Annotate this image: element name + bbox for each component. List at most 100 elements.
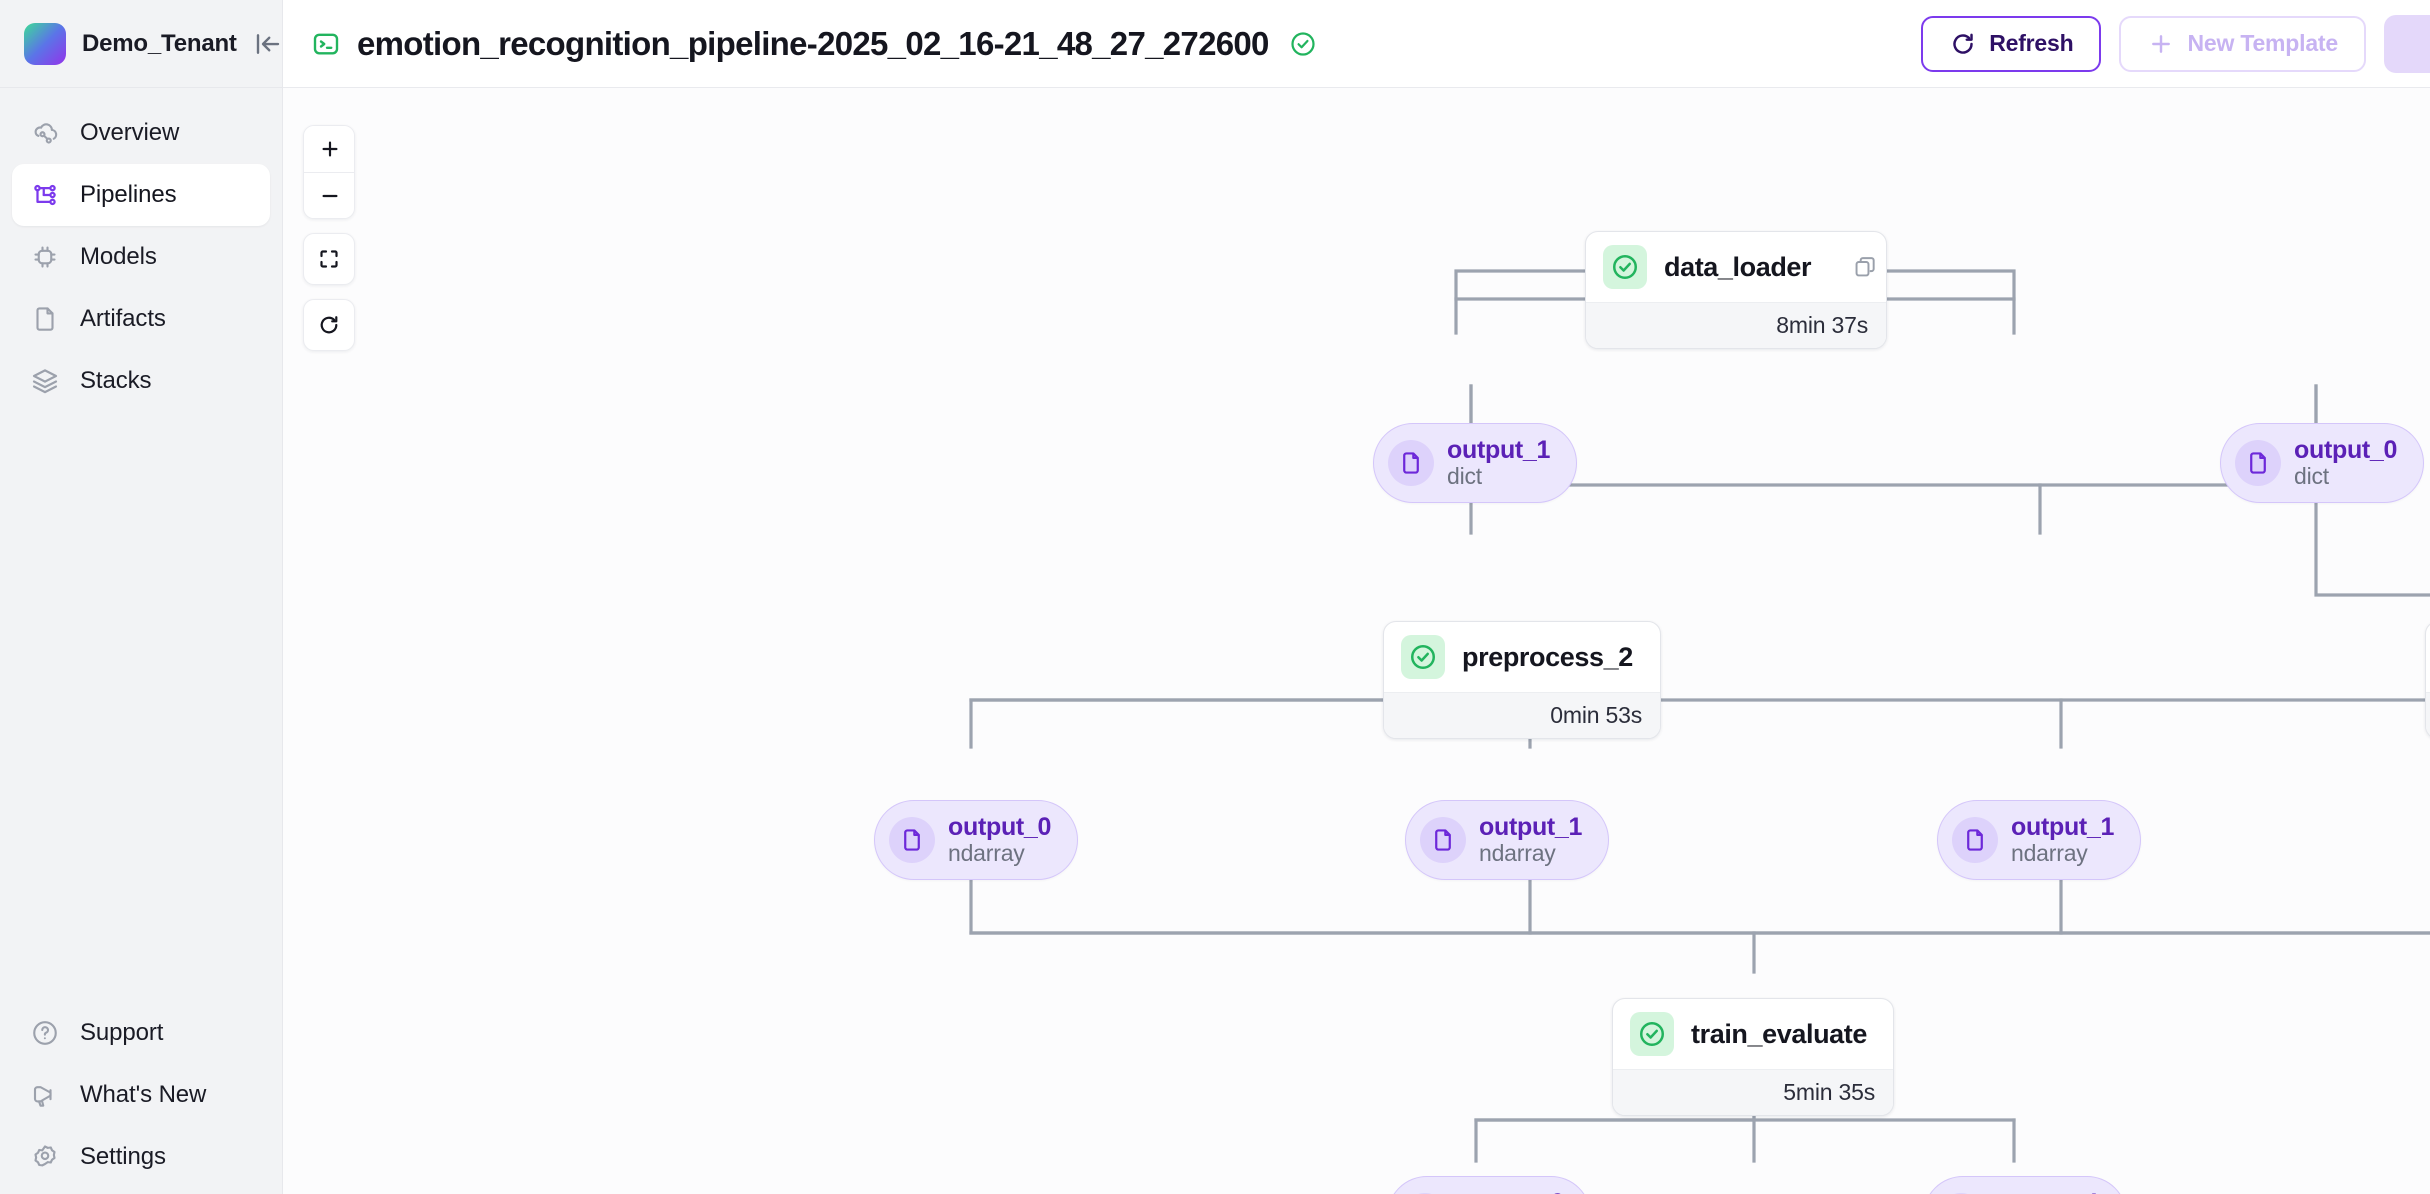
sidebar-item-label: Settings — [80, 1143, 166, 1170]
artifact-name: output_0 — [948, 813, 1052, 841]
file-icon — [889, 816, 935, 863]
sidebar-item-label: Overview — [80, 119, 180, 146]
layers-icon — [30, 366, 60, 396]
artifact-node[interactable]: output_1 dict — [1373, 423, 1578, 503]
sidebar-item-support[interactable]: Support — [12, 1002, 270, 1064]
file-icon — [1388, 439, 1434, 486]
artifact-type: ndarray — [1479, 840, 1556, 866]
artifact-node[interactable]: output_1 ndarray — [1937, 800, 2142, 880]
sidebar-item-stacks[interactable]: Stacks — [12, 350, 270, 412]
artifact-text: output_1 dict — [1447, 436, 1550, 490]
file-icon — [1420, 816, 1466, 863]
artifact-text: output_0 ndarray — [948, 813, 1051, 867]
page-title: emotion_recognition_pipeline-2025_02_16-… — [357, 24, 1269, 62]
artifact-node[interactable]: output_0 ndarray — [874, 800, 1079, 880]
sidebar-item-artifacts[interactable]: Artifacts — [12, 288, 270, 350]
artifact-name: output_0 — [2294, 436, 2398, 464]
artifact-type: dict — [1447, 463, 1482, 489]
header-actions: Refresh New Template — [1921, 14, 2430, 73]
file-icon — [2235, 439, 2281, 486]
artifact-node[interactable]: output_1 ndarray — [1405, 800, 1610, 880]
main-area: emotion_recognition_pipeline-2025_02_16-… — [283, 0, 2430, 1194]
artifact-type: ndarray — [948, 840, 1025, 866]
plus-icon — [2147, 30, 2175, 58]
step-node-data-loader[interactable]: data_loader 8min 37s — [1585, 231, 1887, 349]
sidebar-nav-primary: Overview Pipelines — [0, 88, 282, 412]
artifact-node[interactable]: output_0 dict — [2220, 423, 2425, 503]
step-header: data_loader — [1586, 232, 1886, 302]
check-circle-icon — [1289, 30, 1317, 58]
gear-icon — [30, 1142, 60, 1172]
cloud-node-icon — [30, 118, 60, 148]
new-template-button-label: New Template — [2187, 30, 2338, 56]
sidebar-item-label: Support — [80, 1019, 164, 1046]
question-circle-icon — [30, 1018, 60, 1048]
status-badge — [1630, 1012, 1674, 1056]
file-icon — [1952, 816, 1998, 863]
step-duration: 8min 37s — [1586, 302, 1886, 348]
artifact-name: output_1 — [1479, 813, 1583, 841]
sidebar-item-overview[interactable]: Overview — [12, 102, 270, 164]
file-icon — [1402, 1192, 1448, 1194]
copy-icon[interactable] — [1842, 254, 1875, 280]
zoom-out-button[interactable] — [304, 172, 354, 218]
zoom-control-group — [303, 125, 355, 219]
collapse-sidebar-icon[interactable] — [253, 27, 283, 61]
pipeline-canvas[interactable]: data_loader 8min 37s pr — [283, 88, 2430, 1194]
artifact-text: output_0 float — [1461, 1189, 1564, 1194]
sidebar-item-models[interactable]: Models — [12, 226, 270, 288]
chip-icon — [30, 242, 60, 272]
artifact-text: output_1 ndarray — [1479, 813, 1582, 867]
sidebar-item-label: Stacks — [80, 367, 152, 394]
artifact-text: output_1 ndarray — [2011, 813, 2114, 867]
step-node-preprocess[interactable]: preprocess 3min 22s — [2425, 621, 2430, 739]
sidebar-item-label: Artifacts — [80, 305, 166, 332]
overflow-action-button[interactable] — [2384, 14, 2430, 73]
sidebar-item-label: What's New — [80, 1081, 207, 1108]
step-node-preprocess-2[interactable]: preprocess_2 0min 53s — [1383, 621, 1661, 739]
artifact-type: dict — [2294, 463, 2329, 489]
step-name: data_loader — [1664, 251, 1812, 282]
step-header: preprocess — [2426, 622, 2430, 692]
sidebar-item-pipelines[interactable]: Pipelines — [12, 164, 270, 226]
artifact-name: output_0 — [1461, 1189, 1564, 1194]
status-badge — [1603, 245, 1647, 289]
tenant-logo — [24, 22, 66, 65]
artifact-name: output_1 — [1997, 1189, 2100, 1194]
fit-view-button[interactable] — [303, 233, 355, 285]
sidebar-item-settings[interactable]: Settings — [12, 1126, 270, 1188]
refresh-button[interactable]: Refresh — [1921, 15, 2102, 72]
step-duration: 3min 22s — [2426, 692, 2430, 738]
artifact-text: output_0 dict — [2294, 436, 2397, 490]
artifact-node[interactable]: output_1 float — [1923, 1176, 2128, 1194]
zoom-in-button[interactable] — [304, 126, 354, 172]
tenant-name: Demo_Tenant — [82, 29, 237, 57]
artifact-name: output_1 — [2011, 813, 2115, 841]
step-node-train-evaluate[interactable]: train_evaluate 5min 35s — [1612, 998, 1894, 1116]
step-duration: 0min 53s — [1384, 692, 1660, 738]
artifact-name: output_1 — [1447, 436, 1551, 464]
artifact-node[interactable]: output_0 float — [1387, 1176, 1592, 1194]
artifact-text: output_1 float — [1997, 1189, 2100, 1194]
megaphone-icon — [30, 1080, 60, 1110]
new-template-button[interactable]: New Template — [2119, 15, 2366, 72]
status-badge — [1401, 635, 1445, 679]
step-duration: 5min 35s — [1613, 1069, 1893, 1115]
sidebar: Demo_Tenant Overview — [0, 0, 283, 1194]
sidebar-item-whats-new[interactable]: What's New — [12, 1064, 270, 1126]
tenant-header[interactable]: Demo_Tenant — [0, 0, 282, 88]
file-icon — [30, 304, 60, 334]
step-header: preprocess_2 — [1384, 622, 1660, 692]
artifact-type: ndarray — [2011, 840, 2088, 866]
reset-view-button[interactable] — [303, 299, 355, 351]
canvas-controls — [303, 125, 355, 351]
pipeline-edges — [969, 241, 2430, 1163]
pipeline-tree-icon — [30, 180, 60, 210]
step-name: preprocess_2 — [1462, 641, 1633, 672]
terminal-icon — [311, 29, 341, 59]
page-header: emotion_recognition_pipeline-2025_02_16-… — [283, 0, 2430, 88]
refresh-button-label: Refresh — [1989, 30, 2074, 56]
sidebar-item-label: Pipelines — [80, 181, 177, 208]
sidebar-item-label: Models — [80, 243, 157, 270]
